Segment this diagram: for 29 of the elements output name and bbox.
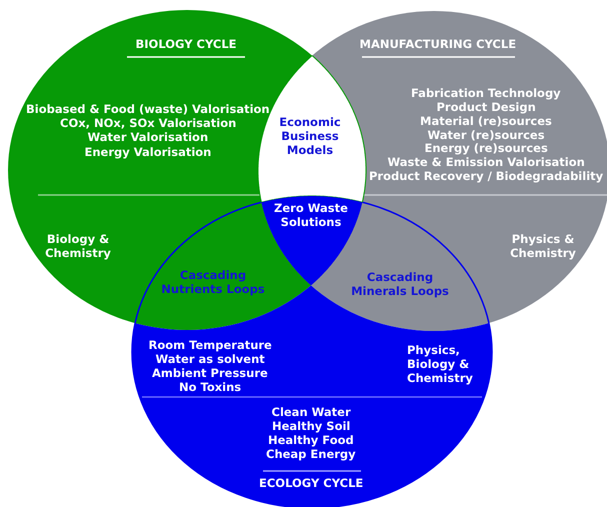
list-item: Material (re)sources: [420, 114, 552, 128]
discipline-label: Physics, Biology & Chemistry: [407, 343, 474, 385]
cycle-title: BIOLOGY CYCLE: [136, 37, 237, 51]
list-item: Water as solvent: [156, 352, 265, 366]
region-label: Cascading Nutrients Loops: [160, 268, 266, 296]
list-item: Water Valorisation: [88, 130, 208, 144]
cycle-title: MANUFACTURING CYCLE: [360, 37, 516, 51]
list-item: Cheap Energy: [266, 447, 356, 461]
list-item: Waste & Emission Valorisation: [388, 155, 585, 169]
list-item: No Toxins: [179, 380, 242, 394]
list-item: Healthy Food: [268, 433, 354, 447]
list-item: Ambient Pressure: [152, 366, 268, 380]
region-label: Zero Waste Solutions: [273, 201, 349, 229]
list-item: Room Temperature: [148, 338, 272, 352]
list-item: COx, NOx, SOx Valorisation: [60, 116, 236, 130]
region-label: Economic Business Models: [278, 115, 342, 157]
list-item: Energy Valorisation: [84, 145, 212, 159]
discipline-label: Biology & Chemistry: [44, 232, 112, 260]
list-item: Clean Water: [272, 405, 351, 419]
list-item: Product Design: [436, 100, 536, 114]
cycle-title: ECOLOGY CYCLE: [259, 476, 364, 490]
region-label: Cascading Minerals Loops: [350, 270, 450, 298]
list-item: Energy (re)sources: [424, 141, 548, 155]
list-item: Water (re)sources: [428, 128, 545, 142]
list-item: Healthy Soil: [272, 419, 350, 433]
list-item: Product Recovery / Biodegradability: [369, 169, 604, 183]
list-item: Fabrication Technology: [411, 86, 561, 100]
discipline-label: Physics & Chemistry: [509, 232, 577, 260]
list-item: Biobased & Food (waste) Valorisation: [26, 102, 270, 116]
